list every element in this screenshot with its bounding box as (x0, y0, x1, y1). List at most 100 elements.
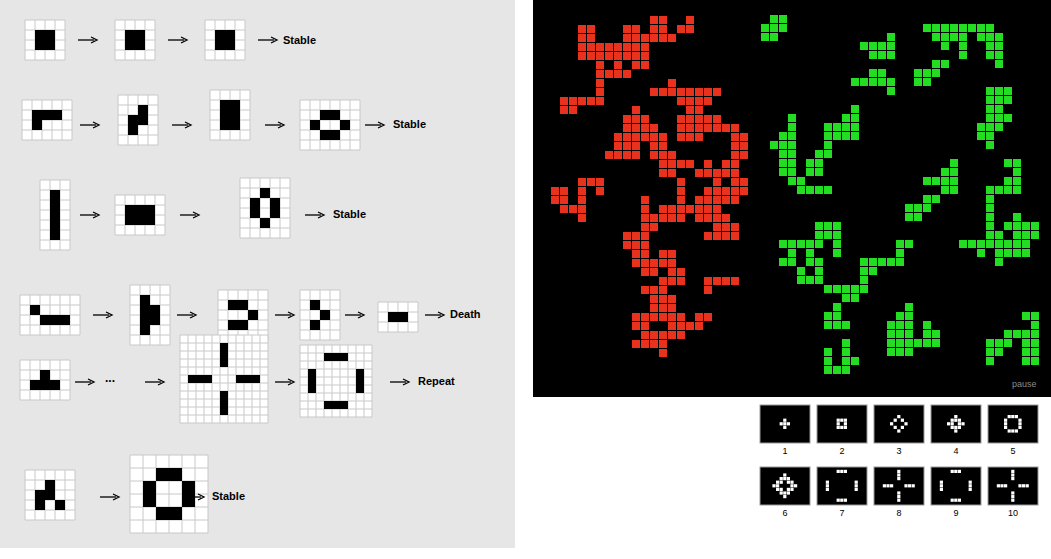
live-cell (310, 320, 320, 330)
live-cell (713, 169, 721, 177)
life-pattern (20, 360, 70, 400)
live-cell (220, 351, 228, 359)
live-cell (169, 507, 182, 520)
live-cell (905, 240, 913, 248)
live-cell (668, 277, 676, 285)
live-cell (713, 196, 721, 204)
callout-number: 4 (953, 447, 958, 456)
live-cell (958, 422, 961, 425)
live-cell (887, 258, 895, 266)
live-cell (659, 277, 667, 285)
live-cell (780, 491, 783, 494)
live-cell (794, 484, 797, 487)
live-cell (824, 312, 832, 320)
life-pattern (40, 180, 70, 250)
live-cell (995, 87, 1003, 95)
live-cell (995, 105, 1003, 113)
live-cell (324, 353, 332, 361)
live-cell (914, 78, 922, 86)
live-cell (851, 78, 859, 86)
live-cell (968, 24, 976, 32)
live-cell (896, 249, 904, 257)
live-cell (806, 240, 814, 248)
live-cell (783, 422, 786, 425)
live-cell (788, 177, 796, 185)
step-arrow (172, 122, 191, 128)
live-cell (824, 348, 832, 356)
live-cell (1022, 330, 1030, 338)
live-cell (958, 499, 961, 502)
live-cell (986, 123, 994, 131)
live-cell (923, 177, 931, 185)
step-arrow (265, 122, 284, 128)
live-cell (833, 222, 841, 230)
live-cell (260, 188, 270, 198)
live-cell (986, 105, 994, 113)
live-cell (1011, 495, 1014, 498)
grid-line (240, 208, 290, 209)
live-cell (310, 300, 320, 310)
live-cell (40, 380, 50, 390)
grid-line (25, 520, 75, 521)
live-cell (686, 97, 694, 105)
live-cell (668, 304, 676, 312)
live-cell (156, 507, 169, 520)
live-cell (779, 15, 787, 23)
live-cell (623, 232, 631, 240)
live-cell (941, 60, 949, 68)
live-cell (659, 160, 667, 168)
live-cell (887, 348, 895, 356)
live-cell (932, 339, 940, 347)
live-cell (668, 79, 676, 87)
live-cell (904, 484, 907, 487)
live-cell (704, 88, 712, 96)
live-cell (997, 484, 1000, 487)
live-cell (659, 340, 667, 348)
live-cell (995, 348, 1003, 356)
pattern-thumbnails (760, 405, 1038, 505)
live-cell (641, 124, 649, 132)
live-cell (886, 484, 889, 487)
live-cell (135, 215, 145, 225)
live-cell (740, 187, 748, 195)
live-cell (135, 30, 145, 40)
live-cell (55, 500, 65, 510)
live-cell (1013, 159, 1021, 167)
live-cell (722, 232, 730, 240)
grid-line (300, 100, 301, 150)
live-cell (824, 366, 832, 374)
thumbnail (931, 405, 981, 443)
live-cell (722, 214, 730, 222)
live-cell (1013, 249, 1021, 257)
live-cell (713, 178, 721, 186)
live-cell (578, 187, 586, 195)
live-cell (632, 34, 640, 42)
live-cell (356, 377, 364, 385)
live-cell (42, 110, 52, 120)
live-cell (668, 169, 676, 177)
live-cell (668, 34, 676, 42)
live-cell (905, 213, 913, 221)
live-cell (30, 380, 40, 390)
grid-ground (205, 20, 245, 60)
live-cell (986, 132, 994, 140)
live-cell (686, 115, 694, 123)
grid-line (115, 195, 165, 196)
live-cell (1004, 419, 1007, 422)
live-cell (614, 43, 622, 51)
live-cell (650, 88, 658, 96)
live-cell (833, 123, 841, 131)
grid-line (118, 95, 119, 145)
live-cell (225, 40, 235, 50)
grid-ground (40, 180, 70, 250)
live-cell (596, 79, 604, 87)
live-cell (779, 150, 787, 158)
live-cell (668, 295, 676, 303)
live-cell (677, 331, 685, 339)
live-cell (986, 51, 994, 59)
live-cell (704, 115, 712, 123)
live-cell (986, 33, 994, 41)
life-pattern (180, 335, 268, 423)
life-pattern (205, 20, 245, 60)
live-cell (623, 133, 631, 141)
